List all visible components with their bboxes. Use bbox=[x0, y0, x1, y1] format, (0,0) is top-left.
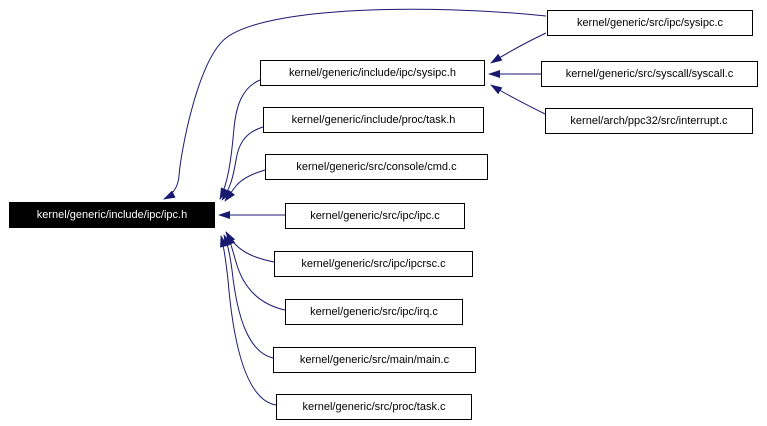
node-interrupt-c[interactable]: kernel/arch/ppc32/src/interrupt.c bbox=[545, 108, 753, 134]
node-task-c[interactable]: kernel/generic/src/proc/task.c bbox=[276, 394, 472, 420]
edge-ipcrsc-c-to-ipc-h bbox=[225, 231, 275, 263]
node-ipcrsc-c[interactable]: kernel/generic/src/ipc/ipcrsc.c bbox=[274, 251, 473, 277]
node-task-h[interactable]: kernel/generic/include/proc/task.h bbox=[263, 107, 484, 133]
edge-sysipc-c-to-ipc-h bbox=[163, 8, 547, 200]
edge-cmd-c-to-ipc-h bbox=[224, 169, 266, 202]
node-ipc-h: kernel/generic/include/ipc/ipc.h bbox=[9, 202, 215, 228]
edge-sysipc-c-to-sysipc-h bbox=[490, 32, 547, 64]
edge-interrupt-c-to-sysipc-h bbox=[490, 84, 546, 115]
node-main-c[interactable]: kernel/generic/src/main/main.c bbox=[273, 347, 476, 373]
node-ipc-c[interactable]: kernel/generic/src/ipc/ipc.c bbox=[285, 203, 465, 229]
node-irq-c[interactable]: kernel/generic/src/ipc/irq.c bbox=[285, 299, 463, 325]
edge-sysipc-h-to-ipc-h bbox=[219, 79, 261, 200]
edge-task-c-to-ipc-h bbox=[220, 235, 277, 406]
node-sysipc-h[interactable]: kernel/generic/include/ipc/sysipc.h bbox=[260, 60, 485, 86]
node-cmd-c[interactable]: kernel/generic/src/console/cmd.c bbox=[265, 154, 488, 180]
node-sysipc-c[interactable]: kernel/generic/src/ipc/sysipc.c bbox=[547, 10, 753, 36]
node-syscall-c[interactable]: kernel/generic/src/syscall/syscall.c bbox=[541, 61, 758, 87]
edge-task-h-to-ipc-h bbox=[221, 126, 264, 201]
